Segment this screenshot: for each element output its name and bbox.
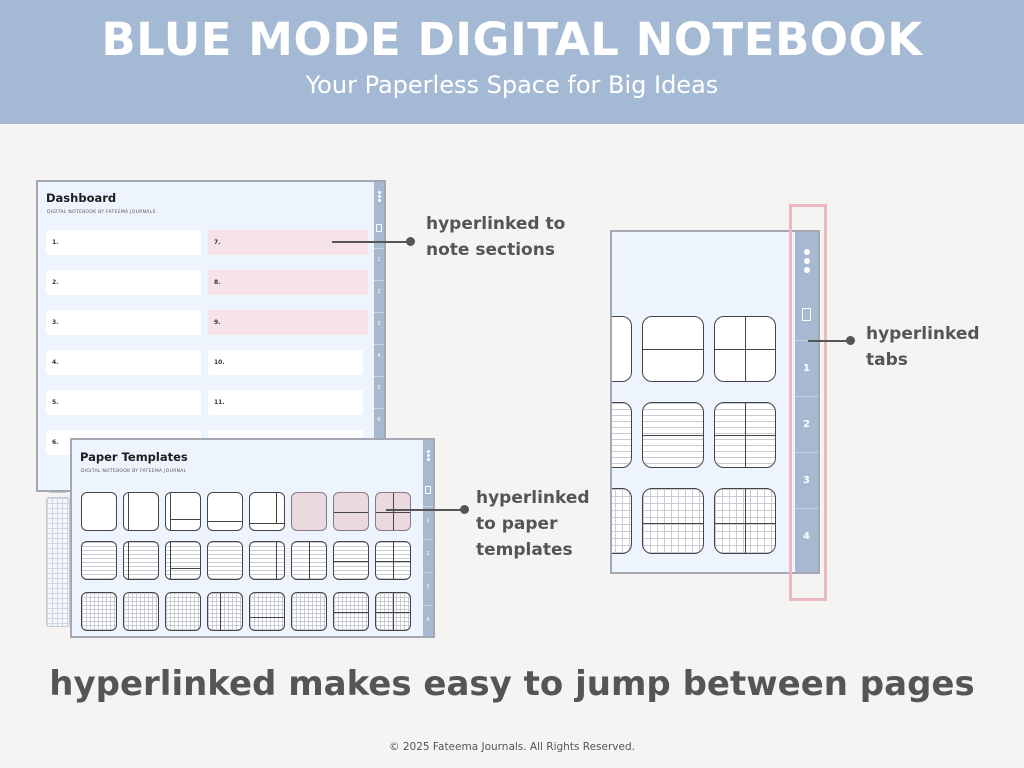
template-cell[interactable] [207, 492, 243, 531]
callout-line: note sections [426, 240, 555, 260]
template-cell[interactable] [291, 541, 327, 580]
calendar-icon[interactable] [802, 308, 811, 321]
callout-sections: hyperlinked to note sections [426, 211, 565, 263]
template-cell[interactable] [207, 592, 243, 631]
callout-line: hyperlinked [866, 324, 980, 344]
section-slot[interactable]: 10. [208, 350, 363, 375]
dashboard-grid-fragment [46, 497, 70, 627]
tab-2[interactable]: 2 [795, 396, 818, 452]
tab-3[interactable]: 3 [795, 452, 818, 508]
template-cell[interactable] [375, 541, 411, 580]
template-cell[interactable] [249, 592, 285, 631]
templates-title: Paper Templates [80, 450, 188, 464]
template-cell-highlighted[interactable] [333, 492, 369, 531]
callout-leader [386, 509, 466, 511]
callout-dot [406, 237, 415, 246]
template-cell[interactable] [612, 316, 632, 382]
tab-6[interactable]: 6 [374, 408, 384, 440]
template-cell[interactable] [642, 316, 704, 382]
template-cell-highlighted[interactable] [375, 492, 411, 531]
tab-4[interactable]: 4 [374, 344, 384, 376]
zoomed-page: 1 2 3 4 [610, 230, 820, 574]
template-cell[interactable] [714, 488, 776, 554]
calendar-icon[interactable] [425, 486, 431, 494]
templates-tab-strip: 1 2 3 4 [423, 440, 433, 636]
callout-tabs: hyperlinked tabs [866, 321, 980, 373]
tagline: hyperlinked makes easy to jump between p… [49, 664, 975, 704]
template-cell[interactable] [612, 402, 632, 468]
tab-4[interactable]: 4 [423, 605, 433, 638]
callout-line: hyperlinked [476, 488, 590, 508]
tab-1[interactable]: 1 [795, 340, 818, 396]
template-cell[interactable] [714, 316, 776, 382]
tab-5[interactable]: 5 [374, 376, 384, 408]
template-cell[interactable] [81, 492, 117, 531]
paper-templates-page: Paper Templates DIGITAL NOTEBOOK BY FATE… [70, 438, 435, 638]
tab-4[interactable]: 4 [795, 508, 818, 564]
template-cell[interactable] [714, 402, 776, 468]
callout-line: tabs [866, 350, 908, 370]
section-slot[interactable]: 3. [46, 310, 201, 335]
callout-templates: hyperlinked to paper templates [476, 485, 590, 563]
template-cell[interactable] [81, 541, 117, 580]
template-cell[interactable] [249, 492, 285, 531]
more-dots-icon[interactable] [374, 190, 384, 203]
template-cell[interactable] [642, 488, 704, 554]
more-dots-icon[interactable] [423, 449, 433, 462]
callout-line: to paper [476, 514, 558, 534]
callout-dot [846, 336, 855, 345]
template-cell[interactable] [249, 541, 285, 580]
tab-2[interactable]: 2 [374, 280, 384, 312]
template-cell[interactable] [207, 541, 243, 580]
header-banner: BLUE MODE DIGITAL NOTEBOOK Your Paperles… [0, 0, 1024, 124]
zoomed-tab-strip: 1 2 3 4 [795, 232, 818, 572]
template-cell[interactable] [375, 592, 411, 631]
callout-line: hyperlinked to [426, 214, 566, 234]
callout-leader [332, 241, 412, 243]
tab-3[interactable]: 3 [374, 312, 384, 344]
tab-2[interactable]: 2 [423, 539, 433, 572]
tab-1[interactable]: 1 [374, 248, 384, 280]
page-title: BLUE MODE DIGITAL NOTEBOOK [101, 13, 923, 66]
section-slot[interactable]: 11. [208, 390, 363, 415]
tabs-highlight-box [789, 204, 827, 601]
dashboard-title: Dashboard [46, 191, 117, 205]
section-slot[interactable]: 1. [46, 230, 201, 255]
template-cell[interactable] [123, 541, 159, 580]
page-subtitle: Your Paperless Space for Big Ideas [305, 71, 719, 99]
callout-line: templates [476, 540, 573, 560]
section-slot[interactable]: 2. [46, 270, 201, 295]
template-cell[interactable] [291, 592, 327, 631]
calendar-icon[interactable] [376, 224, 382, 232]
section-slot-highlighted[interactable]: 9. [208, 310, 368, 335]
dashboard-subtitle: DIGITAL NOTEBOOK BY FATEEMA JOURNALS [47, 210, 156, 215]
template-cell[interactable] [612, 488, 632, 554]
template-cell[interactable] [165, 541, 201, 580]
template-cell[interactable] [165, 492, 201, 531]
template-cell-highlighted[interactable] [291, 492, 327, 531]
section-slot-highlighted[interactable]: 8. [208, 270, 368, 295]
template-cell[interactable] [123, 492, 159, 531]
template-cell[interactable] [81, 592, 117, 631]
more-dots-icon[interactable] [795, 246, 818, 276]
tab-1[interactable]: 1 [423, 506, 433, 539]
templates-subtitle: DIGITAL NOTEBOOK BY FATEEMA JOURNAL [81, 469, 187, 474]
template-cell[interactable] [333, 541, 369, 580]
template-cell[interactable] [642, 402, 704, 468]
section-slot[interactable]: 4. [46, 350, 201, 375]
template-cell[interactable] [165, 592, 201, 631]
callout-dot [460, 505, 469, 514]
callout-leader [808, 340, 852, 342]
copyright: © 2025 Fateema Journals. All Rights Rese… [389, 741, 635, 753]
dashboard-tab-strip: 1 2 3 4 5 6 [374, 182, 384, 490]
tab-3[interactable]: 3 [423, 572, 433, 605]
template-cell[interactable] [333, 592, 369, 631]
template-cell[interactable] [123, 592, 159, 631]
section-slot[interactable]: 5. [46, 390, 201, 415]
